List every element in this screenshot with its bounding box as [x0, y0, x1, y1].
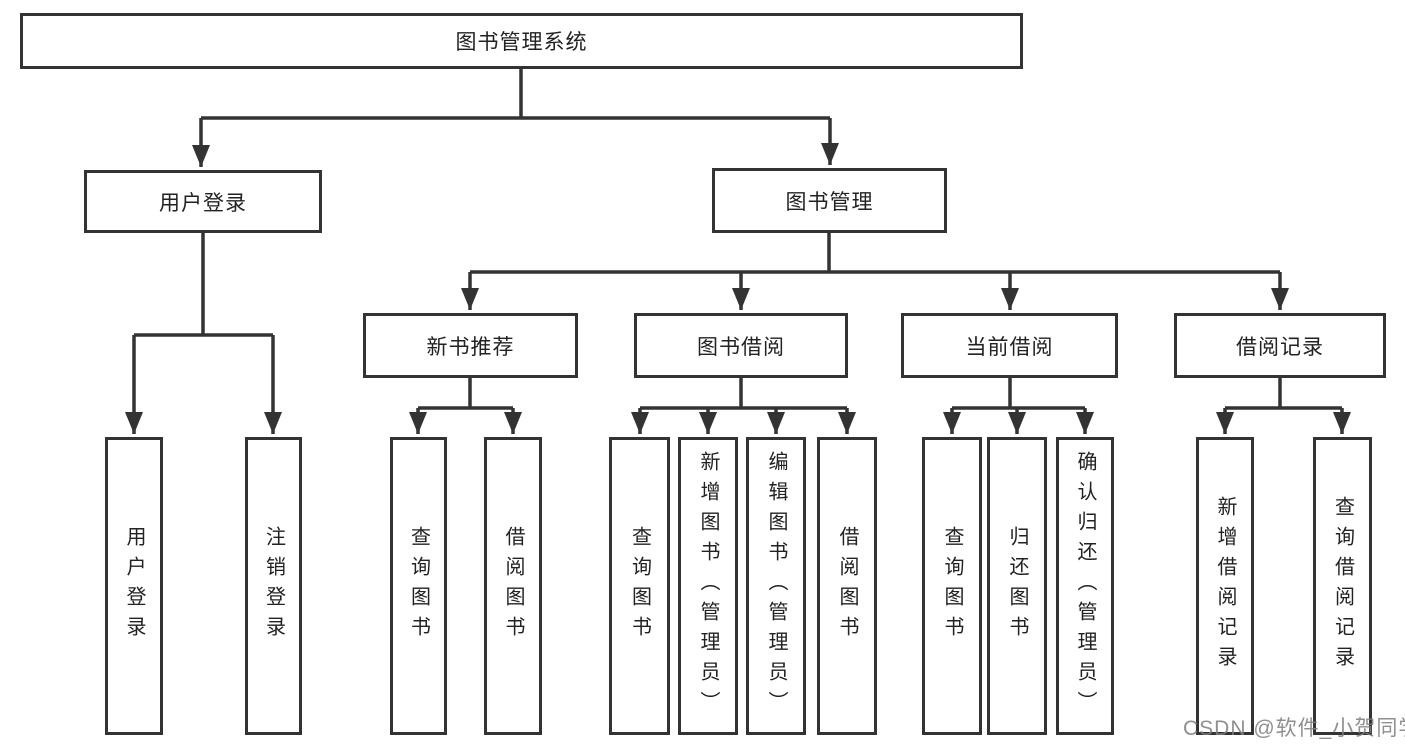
- node-library-management-system: 图书管理系统: [20, 13, 1023, 69]
- edge-root-to-level2: [192, 69, 839, 167]
- edge-borrowing-records-to-leaves: [1216, 378, 1351, 434]
- edge-new-book-rec-to-leaves: [409, 378, 522, 434]
- leaf-user-login: 用户登录: [105, 437, 163, 735]
- edge-book-management-to-level3: [461, 233, 1289, 310]
- leaf-query-books-borrowing: 查询图书: [609, 437, 670, 735]
- watermark: CSDN @软件_小贺同学: [1183, 717, 1405, 740]
- leaf-edit-books-admin: 编辑图书（管理员）: [746, 437, 806, 735]
- node-user-login: 用户登录: [84, 170, 322, 233]
- leaf-confirm-return-admin: 确认归还（管理员）: [1056, 437, 1114, 735]
- edge-current-borrowing-to-leaves: [943, 378, 1094, 434]
- edge-user-login-to-leaves: [125, 233, 282, 434]
- leaf-logout-login: 注销登录: [245, 437, 302, 735]
- node-book-borrowing: 图书借阅: [634, 313, 848, 378]
- edge-book-borrowing-to-leaves: [631, 378, 856, 434]
- node-new-book-recommendation: 新书推荐: [363, 313, 578, 378]
- node-book-management: 图书管理: [712, 168, 947, 233]
- leaf-query-borrow-record: 查询借阅记录: [1313, 437, 1372, 735]
- leaf-add-books-admin: 新增图书（管理员）: [678, 437, 738, 735]
- node-borrowing-records: 借阅记录: [1174, 313, 1386, 378]
- node-current-borrowing: 当前借阅: [901, 313, 1118, 378]
- leaf-query-books-recommendation: 查询图书: [390, 437, 447, 735]
- leaf-borrow-books: 借阅图书: [817, 437, 877, 735]
- leaf-borrow-books-recommendation: 借阅图书: [484, 437, 542, 735]
- leaf-add-borrow-record: 新增借阅记录: [1196, 437, 1254, 735]
- leaf-query-books-current: 查询图书: [922, 437, 982, 735]
- leaf-return-books: 归还图书: [987, 437, 1047, 735]
